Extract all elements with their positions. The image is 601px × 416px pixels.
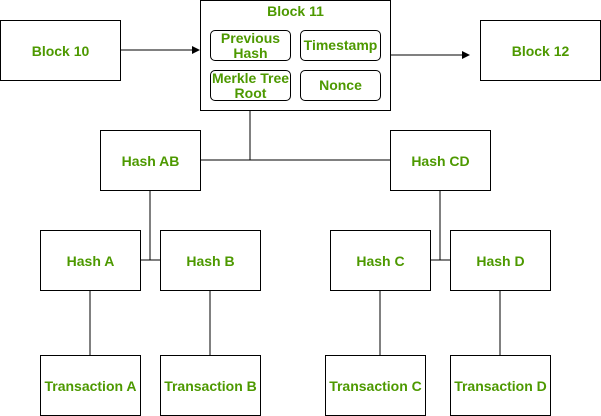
block-10-box: Block 10 (0, 20, 121, 81)
hash-b-box: Hash B (160, 230, 261, 291)
block-12-box: Block 12 (480, 20, 601, 81)
hash-c-label: Hash C (356, 252, 405, 269)
block-12-label: Block 12 (511, 42, 570, 59)
transaction-d-box: Transaction D (450, 355, 551, 416)
hash-d-box: Hash D (450, 230, 551, 291)
merkle-root-label: Merkle Tree Root (211, 69, 290, 101)
hash-a-label: Hash A (66, 252, 115, 269)
nonce-label: Nonce (319, 77, 362, 93)
timestamp-field: Timestamp (300, 30, 381, 61)
transaction-d-label: Transaction D (454, 377, 547, 394)
hash-ab-label: Hash AB (121, 152, 180, 169)
previous-hash-label: Previous Hash (220, 29, 281, 61)
hash-cd-label: Hash CD (411, 152, 470, 169)
transaction-b-label: Transaction B (164, 377, 257, 394)
transaction-a-box: Transaction A (40, 355, 141, 416)
hash-ab-box: Hash AB (100, 130, 201, 191)
hash-cd-box: Hash CD (390, 130, 491, 191)
hash-d-label: Hash D (476, 252, 525, 269)
hash-b-label: Hash B (186, 252, 235, 269)
nonce-field: Nonce (300, 70, 381, 101)
transaction-c-box: Transaction C (325, 355, 426, 416)
hash-c-box: Hash C (330, 230, 431, 291)
block-10-label: Block 10 (31, 42, 90, 59)
block-11-title: Block 11 (267, 3, 324, 19)
timestamp-label: Timestamp (303, 37, 378, 53)
previous-hash-field: Previous Hash (210, 30, 291, 61)
transaction-a-label: Transaction A (44, 377, 137, 394)
transaction-b-box: Transaction B (160, 355, 261, 416)
transaction-c-label: Transaction C (329, 377, 422, 394)
hash-a-box: Hash A (40, 230, 141, 291)
merkle-root-field: Merkle Tree Root (210, 70, 291, 101)
